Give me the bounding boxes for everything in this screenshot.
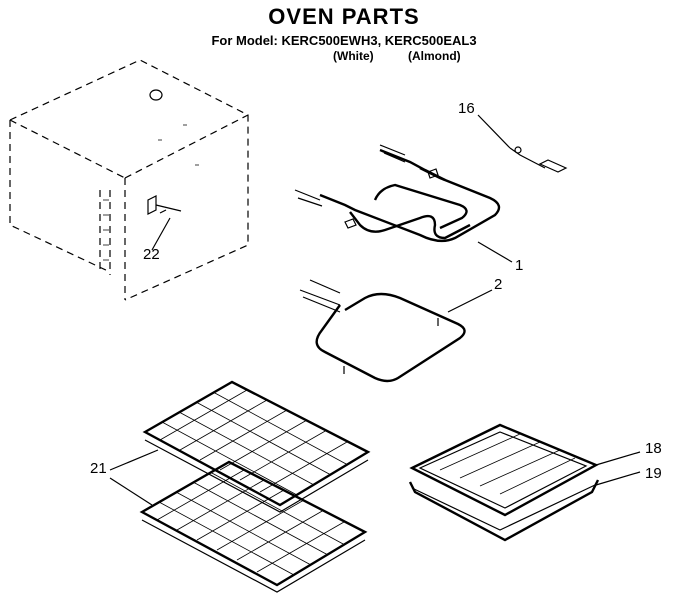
oven-cavity [9,59,249,301]
callout-2: 2 [494,276,503,293]
part-1-broil-element [294,144,513,263]
callout-19: 19 [645,465,662,482]
part-18-broil-pan-grid [409,423,641,517]
variant-almond: (Almond) [408,49,461,63]
callout-18: 18 [645,440,662,457]
callout-22: 22 [143,246,160,263]
part-21-rack-upper [142,380,371,513]
part-19-broil-pan [408,471,641,542]
diagram-title: OVEN PARTS [268,4,420,29]
model-line: For Model: KERC500EWH3, KERC500EAL3 [211,33,477,48]
part-16-sensor [477,114,568,173]
part-2-bake-element [299,279,493,383]
callout-21: 21 [90,460,107,477]
callout-16: 16 [458,100,475,117]
part-22-bracket [147,195,182,251]
part-21-leaders [109,449,159,506]
variant-white: (White) [333,49,374,63]
part-21-rack-lower [139,460,368,593]
callout-1: 1 [515,257,524,274]
